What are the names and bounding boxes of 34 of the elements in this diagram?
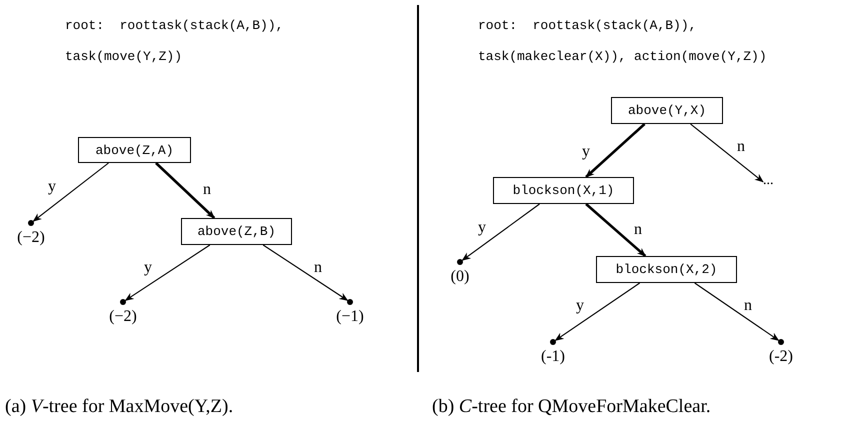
- arrow: [694, 282, 780, 341]
- arrow: [585, 203, 646, 257]
- leaf-dot: [457, 259, 463, 265]
- arrow: [124, 244, 210, 301]
- condition-box: blockson(X,1): [493, 177, 634, 204]
- header-text: task(move(Y,Z)): [65, 49, 182, 64]
- condition-box: above(Z,A): [78, 137, 191, 163]
- ellipsis-text: ...: [763, 173, 774, 189]
- arrow: [690, 124, 764, 182]
- caption: (b) C-tree for QMoveForMakeClear.: [432, 396, 711, 418]
- arrow: [462, 204, 540, 261]
- header-text: root: roottask(stack(A,B)),: [65, 18, 284, 33]
- condition-box: blockson(X,2): [596, 256, 737, 283]
- arrow: [155, 162, 216, 219]
- leaf-value: (-2): [769, 348, 793, 366]
- arrow: [32, 162, 109, 222]
- leaf-dot: [347, 299, 353, 305]
- leaf-dot: [28, 220, 34, 226]
- header-text: root: roottask(stack(A,B)),: [478, 18, 696, 33]
- leaf-dot: [550, 339, 556, 345]
- condition-box: above(Z,B): [181, 218, 292, 245]
- arrow: [554, 282, 640, 341]
- leaf-value: (−2): [17, 229, 45, 247]
- condition-box: above(Y,X): [611, 97, 723, 124]
- arrow: [585, 123, 646, 178]
- leaf-value: (−1): [336, 308, 364, 326]
- header-text: task(makeclear(X)), action(move(Y,Z)): [478, 49, 767, 64]
- leaf-value: (-1): [541, 348, 565, 366]
- leaf-dot: [778, 339, 784, 345]
- arrow: [262, 244, 348, 301]
- leaf-dot: [120, 299, 126, 305]
- leaf-value: (0): [450, 268, 470, 286]
- caption: (a) V-tree for MaxMove(Y,Z).: [5, 396, 234, 418]
- leaf-value: (−2): [109, 308, 137, 326]
